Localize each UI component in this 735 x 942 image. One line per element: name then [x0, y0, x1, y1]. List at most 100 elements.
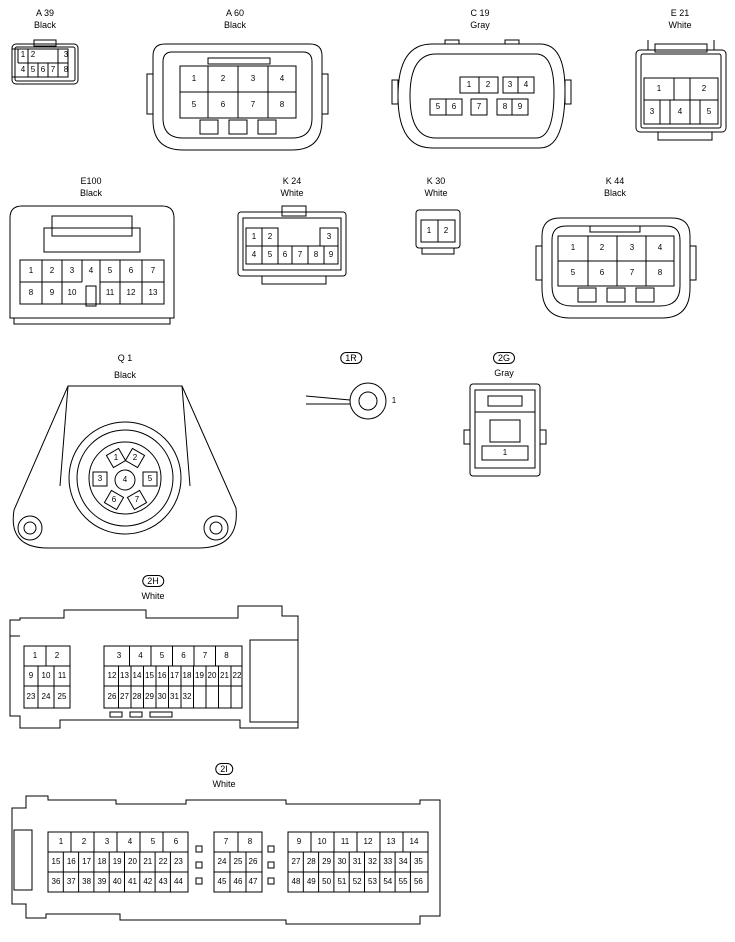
connector-k44-pin: 5 — [570, 268, 576, 277]
connector-k30-body — [415, 209, 461, 255]
connector-2i-pin: 17 — [82, 857, 92, 866]
connector-2i-pin: 29 — [322, 857, 332, 866]
connector-k30-pin: 2 — [443, 226, 449, 235]
connector-c19-pin: 6 — [451, 102, 457, 111]
connector-e100-color: Black — [79, 188, 103, 198]
connector-k44-code: K 44 — [605, 176, 625, 186]
connector-2h-pin: 15 — [145, 671, 154, 680]
connector-e100-pin: 8 — [28, 288, 34, 297]
connector-e100-pin: 4 — [88, 266, 94, 275]
connector-c19-pin: 1 — [466, 80, 472, 89]
connector-2h-pin: 29 — [145, 692, 154, 701]
connector-2i-pin: 32 — [368, 857, 377, 866]
connector-e100-pin: 13 — [148, 288, 158, 297]
connector-2h-pin: 3 — [116, 651, 122, 660]
connector-2i-code: 2I — [215, 763, 233, 775]
connector-2h-pin: 10 — [41, 671, 51, 680]
connector-k24-pin: 6 — [282, 250, 288, 259]
connector-2g-body — [463, 383, 547, 477]
connector-q1-color: Black — [113, 370, 137, 380]
connector-2i-pin: 23 — [173, 857, 183, 866]
connector-e100-pin: 7 — [150, 266, 156, 275]
connector-2i-pin: 3 — [104, 837, 110, 846]
connector-2h-pin: 19 — [195, 671, 204, 680]
connector-2h-pin: 6 — [181, 651, 186, 660]
connector-2i-pin: 18 — [97, 857, 107, 866]
connector-2h-pin: 24 — [41, 692, 51, 701]
connector-a60-pin: 1 — [191, 74, 197, 83]
connector-c19-pin: 8 — [502, 102, 508, 111]
connector-k44-pin: 7 — [629, 268, 635, 277]
connector-e21-pin: 2 — [701, 84, 707, 93]
connector-k44-pin: 8 — [657, 268, 663, 277]
connector-e100-pin: 3 — [69, 266, 75, 275]
connector-e100-body — [9, 205, 175, 325]
connector-2g-code: 2G — [492, 352, 516, 364]
connector-k24-pin: 5 — [267, 250, 273, 259]
connector-2i-pin: 49 — [306, 877, 316, 886]
connector-2g-color: Gray — [494, 368, 514, 378]
connector-2h-pin: 9 — [28, 671, 34, 680]
connector-a39-pin: 1 — [20, 50, 26, 59]
connector-2h-pin: 21 — [220, 671, 229, 680]
connector-e100-pin: 6 — [128, 266, 134, 275]
connector-e21-pin: 3 — [649, 107, 655, 116]
connector-2h-pin: 25 — [57, 692, 67, 701]
connector-a39-pin: 4 — [20, 65, 26, 74]
connector-2i-pin: 37 — [66, 877, 76, 886]
connector-e100-pin: 1 — [28, 266, 34, 275]
connector-2i-pin: 30 — [337, 857, 347, 866]
connector-a39-code: A 39 — [35, 8, 55, 18]
connector-2i-pin: 51 — [337, 877, 347, 886]
connector-2h-pin: 16 — [157, 671, 167, 680]
connector-a60-pin: 6 — [220, 100, 226, 109]
connector-c19-pin: 9 — [517, 102, 523, 111]
connector-a39-pin: 6 — [40, 65, 46, 74]
connector-2i-pin: 12 — [363, 837, 373, 846]
connector-e21-pin: 1 — [656, 84, 662, 93]
connector-2h-pin: 8 — [224, 651, 229, 660]
connector-a60-pin: 4 — [279, 74, 285, 83]
connector-c19-pin: 2 — [485, 80, 491, 89]
connector-k44-pin: 3 — [629, 243, 635, 252]
terminal-1r-body — [305, 382, 387, 420]
connector-k44-pin: 2 — [599, 243, 605, 252]
connector-k30-code: K 30 — [426, 176, 446, 186]
connector-2h-pin: 14 — [132, 671, 142, 680]
connector-2h-pin: 18 — [182, 671, 192, 680]
connector-2i-pin: 27 — [291, 857, 301, 866]
connector-2i-pin: 5 — [150, 837, 156, 846]
connector-k44-pin: 1 — [570, 243, 576, 252]
connector-2i-pin: 46 — [233, 877, 243, 886]
connector-2i-pin: 54 — [383, 877, 393, 886]
connector-2h-pin: 28 — [132, 692, 142, 701]
connector-e100-pin: 10 — [67, 288, 77, 297]
connector-2i-pin: 35 — [413, 857, 423, 866]
connector-2h-pin: 4 — [138, 651, 143, 660]
connector-e21-color: White — [668, 20, 692, 30]
connector-2i-pin: 10 — [317, 837, 327, 846]
connector-2h-pin: 27 — [120, 692, 129, 701]
connector-a39-color: Black — [33, 20, 57, 30]
connector-a60-pin: 5 — [191, 100, 197, 109]
connector-2i-pin: 6 — [173, 837, 179, 846]
connector-a60-body — [146, 43, 329, 151]
connector-2i-pin: 21 — [143, 857, 153, 866]
connector-k30-color: White — [424, 188, 448, 198]
connector-2h-pin: 5 — [159, 651, 165, 660]
connector-k24-pin: 9 — [328, 250, 334, 259]
connector-1r-pin: 1 — [391, 396, 397, 405]
connector-2i-pin: 50 — [322, 877, 332, 886]
connector-k24-code: K 24 — [282, 176, 302, 186]
connector-2h-pin: 12 — [107, 671, 117, 680]
connector-c19-pin: 4 — [523, 80, 529, 89]
connector-k24-body — [237, 205, 347, 285]
connector-2h-pin: 23 — [26, 692, 36, 701]
connector-a39-pin: 3 — [63, 50, 69, 59]
connector-2i-pin: 24 — [217, 857, 227, 866]
connector-a39-body — [11, 39, 79, 85]
connector-a60-pin: 2 — [220, 74, 226, 83]
connector-2i-pin: 33 — [383, 857, 393, 866]
connector-2i-pin: 39 — [97, 877, 107, 886]
connector-2i-color: White — [212, 779, 236, 789]
